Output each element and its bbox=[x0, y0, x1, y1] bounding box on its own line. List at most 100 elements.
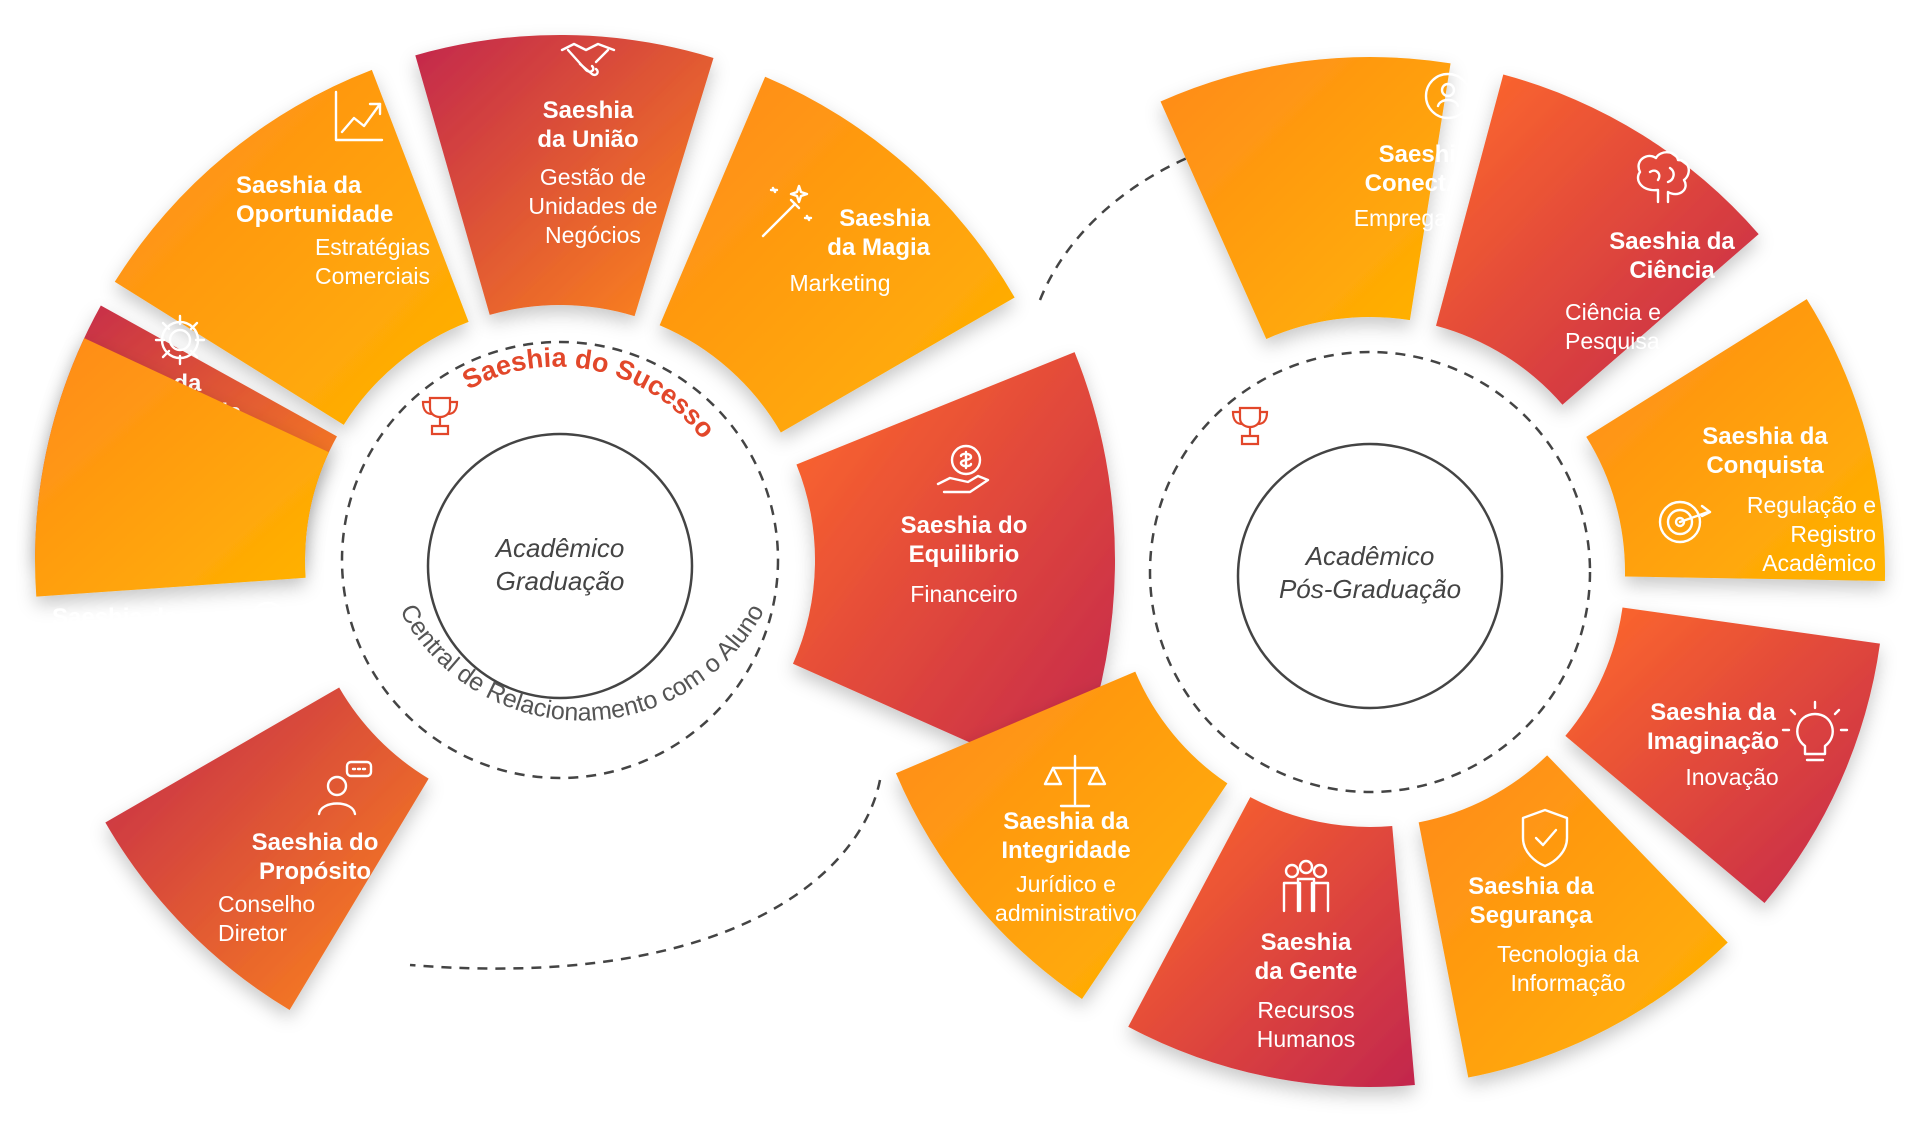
segment-shape-conectativos[interactable] bbox=[1160, 57, 1451, 340]
segment-title-magia: Saeshia bbox=[839, 205, 930, 232]
segment-subtitle-uniao: Unidades de bbox=[528, 193, 657, 219]
segment-subtitle-seguranca: Tecnologia da bbox=[1497, 941, 1639, 967]
segment-title-integridade: Saeshia da bbox=[1003, 808, 1129, 835]
gear-icon bbox=[154, 314, 206, 366]
segment-title-seguranca: Saeshia da bbox=[1468, 873, 1594, 900]
segment-title-seguranca: Segurança bbox=[1470, 902, 1593, 929]
segment-title-gente: da Gente bbox=[1255, 958, 1358, 985]
money-hand-icon bbox=[936, 444, 990, 494]
segment-subtitle-equilibrio: Financeiro bbox=[910, 581, 1017, 607]
right-center-circle bbox=[1236, 442, 1504, 710]
left-center-line1: Acadêmico bbox=[494, 533, 625, 563]
connector-bottom bbox=[409, 779, 882, 970]
segment-title-imaginacao: Imaginação bbox=[1647, 728, 1779, 755]
right-center-line2: Pós-Graduação bbox=[1279, 574, 1461, 604]
brain-icon bbox=[1636, 151, 1690, 204]
segment-subtitle-conquista: Regulação e bbox=[1747, 492, 1876, 518]
segment-shape-uniao[interactable] bbox=[415, 35, 714, 317]
segment-title-proposito: Propósito bbox=[259, 858, 371, 885]
segment-shape-ciencia[interactable] bbox=[1435, 74, 1759, 405]
segment-subtitle-conquista: Registro bbox=[1790, 521, 1876, 547]
segment-shape-imaginacao[interactable] bbox=[1565, 607, 1880, 904]
left-ring-dashed bbox=[340, 340, 780, 780]
segment-shape-equilibrio[interactable] bbox=[792, 352, 1116, 786]
segment-oportunidade[interactable]: Saeshia daOportunidadeEstratégiasComerci… bbox=[114, 69, 469, 425]
segment-subtitle-ciencia: Pesquisa bbox=[1565, 328, 1660, 354]
segment-title-magia: da Magia bbox=[827, 234, 930, 261]
segment-title-experiencias: Experiências bbox=[52, 633, 200, 660]
success-badge-label: Saeshia do Sucesso bbox=[458, 343, 722, 444]
segment-shape-gente[interactable] bbox=[1128, 797, 1415, 1087]
right-ring-dashed bbox=[1148, 350, 1592, 794]
shield-check-icon bbox=[1521, 808, 1569, 868]
segment-subtitle-experiencias: Núcleo de Aulas bbox=[52, 663, 218, 689]
chart-up-icon bbox=[334, 90, 384, 142]
left-center-circle bbox=[426, 432, 694, 700]
segment-title-oportunidade: Saeshia da bbox=[236, 172, 362, 199]
segment-subtitle-magia: Marketing bbox=[790, 270, 891, 296]
segment-title-conquista: Conquista bbox=[1706, 452, 1824, 479]
segment-title-uniao: da União bbox=[537, 126, 638, 153]
segment-subtitle-integridade: administrativo bbox=[995, 900, 1137, 926]
segment-title-uniao: Saeshia bbox=[543, 97, 634, 124]
search-person-icon bbox=[1424, 72, 1480, 130]
segment-title-ciencia: Saeshia da bbox=[1609, 228, 1735, 255]
segment-subtitle-seguranca: Informação bbox=[1510, 970, 1625, 996]
segment-title-conquista: Saeshia da bbox=[1702, 423, 1828, 450]
handshake-icon bbox=[560, 42, 616, 77]
connector-top bbox=[1038, 126, 1331, 301]
target-icon bbox=[1658, 500, 1712, 544]
person-speech-icon bbox=[317, 760, 373, 816]
left-ring: Acadêmico Graduação Central de Relaciona… bbox=[340, 340, 780, 780]
segment-subtitle-oportunidade: Comerciais bbox=[315, 263, 430, 289]
left-center-line2: Graduação bbox=[496, 566, 625, 596]
segment-shape-experiencias[interactable] bbox=[35, 338, 329, 597]
segment-shape-integridade[interactable] bbox=[895, 671, 1228, 999]
segment-shape-oportunidade[interactable] bbox=[114, 69, 469, 425]
segment-title-imaginacao: Saeshia da bbox=[1650, 699, 1776, 726]
segment-subtitle-conquista: Acadêmico bbox=[1762, 550, 1876, 576]
segment-title-equilibrio: Saeshia do bbox=[901, 512, 1028, 539]
people-icon bbox=[1282, 859, 1330, 913]
segment-shape-magia[interactable] bbox=[659, 76, 1015, 433]
trophy-icon bbox=[1231, 406, 1269, 446]
magic-wand-icon bbox=[761, 184, 813, 238]
trophy-icon bbox=[421, 396, 459, 436]
scales-icon bbox=[1043, 754, 1107, 808]
segment-title-proposito: Saeshia do bbox=[252, 829, 379, 856]
lightbulb-icon bbox=[1781, 700, 1849, 762]
segment-title-ciencia: Ciência bbox=[1629, 257, 1715, 284]
magnifier-check-icon bbox=[236, 601, 287, 652]
segment-title-integridade: Integridade bbox=[1001, 837, 1130, 864]
segment-subtitle-gente: Humanos bbox=[1257, 1026, 1355, 1052]
segment-shape-seguranca[interactable] bbox=[1418, 755, 1728, 1078]
right-center-line1: Acadêmico bbox=[1304, 541, 1435, 571]
segment-subtitle-gente: Recursos bbox=[1257, 997, 1354, 1023]
segment-title-experiencias: Saeshia das bbox=[52, 604, 191, 631]
segment-shape-conquista[interactable] bbox=[1586, 299, 1885, 581]
segment-subtitle-ciencia: Ciência e bbox=[1565, 299, 1661, 325]
segment-title-equilibrio: Equilibrio bbox=[909, 541, 1020, 568]
segment-subtitle-uniao: Gestão de bbox=[540, 164, 646, 190]
segment-subtitle-imaginacao: Inovação bbox=[1685, 764, 1778, 790]
segments: Saeshia daOportunidadeEstratégiasComerci… bbox=[35, 35, 1885, 1087]
segment-subtitle-proposito: Diretor bbox=[218, 920, 287, 946]
segment-subtitle-proposito: Conselho bbox=[218, 891, 315, 917]
segment-title-gente: Saeshia bbox=[1261, 929, 1352, 956]
segment-subtitle-integridade: Jurídico e bbox=[1016, 871, 1116, 897]
segment-subtitle-uniao: Negócios bbox=[545, 222, 641, 248]
right-ring: Acadêmico Pós-Graduação bbox=[1148, 350, 1592, 794]
